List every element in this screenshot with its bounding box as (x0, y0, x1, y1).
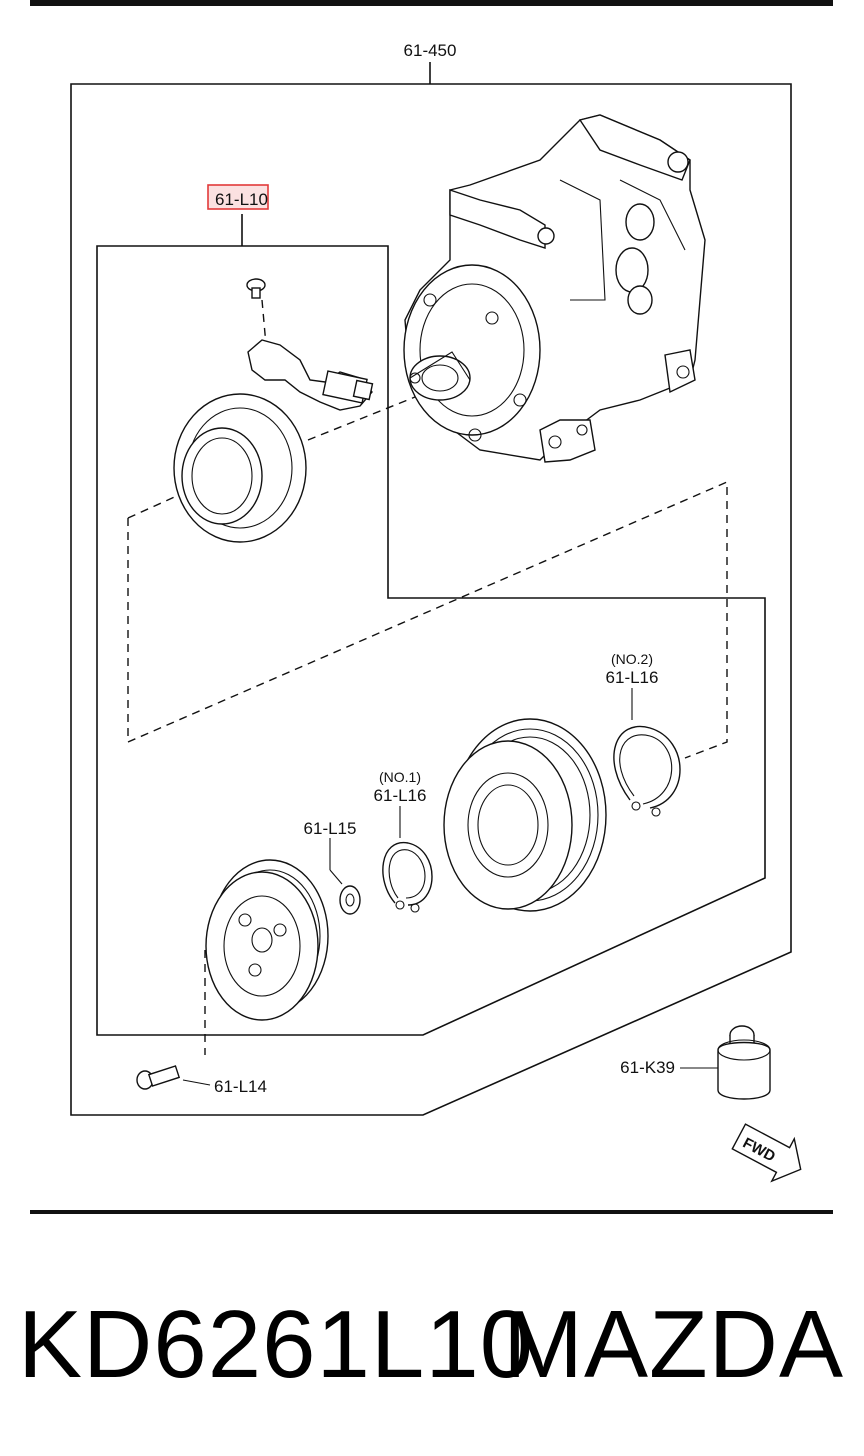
snap-ring-1-illustration (382, 806, 433, 913)
cap-illustration (680, 1025, 771, 1100)
label-snap-ring-2: 61-L16 (606, 668, 659, 687)
label-snap-ring-1: 61-L16 (374, 786, 427, 805)
coil-illustration (173, 278, 374, 543)
pulley-illustration (443, 718, 607, 912)
compressor-illustration (403, 114, 706, 463)
part-number: KD6261L10 (18, 1291, 535, 1398)
label-snap-ring-2-note: (NO.2) (611, 651, 653, 667)
top-rule (30, 0, 833, 6)
coil-group-outline (96, 214, 766, 1036)
label-cap: 61-K39 (620, 1058, 675, 1077)
label-assembly: 61-450 (404, 41, 457, 60)
parts-diagram: 61-450 61-L10 (30, 0, 833, 1214)
highlight-box (207, 184, 269, 210)
hub-plate-illustration (205, 859, 329, 1021)
label-coil-highlight[interactable]: 61-L10 (207, 184, 269, 210)
shim-illustration (329, 838, 361, 915)
assembly-outline (70, 62, 792, 1116)
bolt-illustration (136, 1065, 211, 1090)
caption: KD6261L10 MAZDA (0, 1290, 864, 1400)
fwd-arrow-icon: FWD (731, 1123, 802, 1183)
label-coil: 61-L10 (215, 190, 268, 209)
label-snap-ring-1-note: (NO.1) (379, 769, 421, 785)
snap-ring-2-illustration (613, 688, 681, 817)
brand-name: MAZDA (503, 1291, 844, 1398)
bottom-rule (30, 1210, 833, 1214)
label-bolt: 61-L14 (214, 1077, 267, 1096)
label-shim: 61-L15 (304, 819, 357, 838)
screw-icon (246, 278, 266, 299)
